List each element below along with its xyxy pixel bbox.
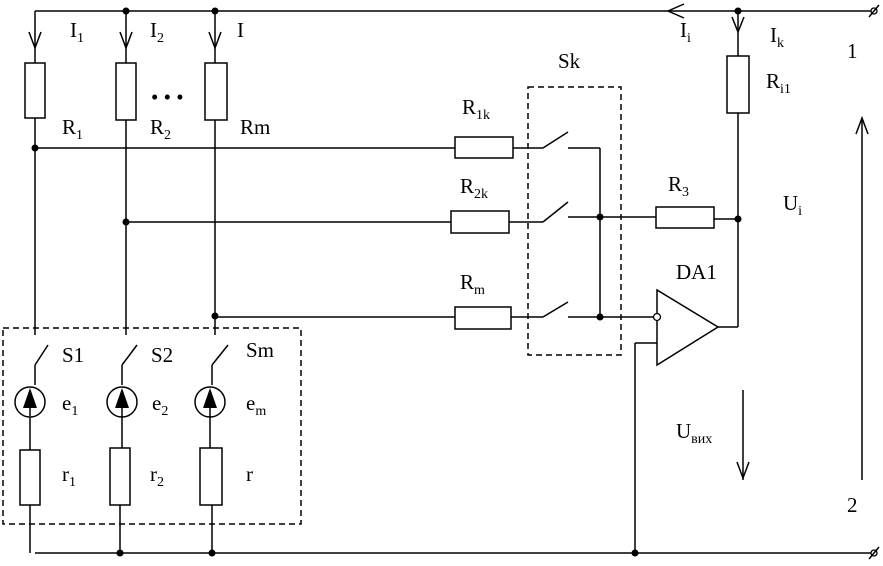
resistor-r-bottom	[199, 447, 223, 506]
ri1-branch	[718, 11, 750, 328]
label-R3: R3	[668, 172, 689, 200]
opamp-da1	[634, 288, 720, 553]
label-R2: R2	[150, 115, 171, 143]
branch-2	[106, 11, 138, 553]
sk-switch-bus	[527, 86, 622, 356]
label-Ri1: Ri1	[766, 69, 791, 97]
bottom-bus	[35, 546, 880, 560]
labels: I1 I2 I Ii Ik • • • R1 R2 Rm R1k R2k Rm …	[62, 18, 858, 517]
resistor-r2k	[450, 210, 510, 234]
label-Uvyh: Uвих	[676, 419, 712, 447]
label-dots: • • •	[151, 85, 184, 109]
resistor-r2-top	[115, 62, 137, 121]
label-R2k: R2k	[460, 174, 488, 202]
branch-m	[194, 11, 229, 553]
label-R1k: R1k	[462, 95, 490, 123]
label-R1: R1	[62, 115, 83, 143]
resistor-r1-top	[24, 62, 46, 119]
resistor-r3	[655, 206, 715, 229]
sk-switch-box	[527, 86, 622, 356]
label-Rm-sk: Rm	[460, 270, 485, 298]
label-S2: S2	[151, 343, 173, 367]
source-group-box	[2, 327, 302, 525]
uvyh-arrow	[736, 390, 750, 481]
feedback-r3	[600, 206, 742, 229]
resistor-r1k	[454, 136, 514, 159]
label-node2: 2	[847, 493, 858, 517]
top-bus	[35, 3, 880, 19]
resistor-r2-bottom	[109, 447, 131, 506]
label-DA1: DA1	[676, 260, 717, 284]
label-Ik: Ik	[770, 23, 784, 51]
label-S1: S1	[62, 343, 84, 367]
branch-1	[14, 11, 49, 553]
label-Ii: Ii	[680, 18, 691, 46]
label-I1: I1	[70, 18, 84, 46]
label-r1: r1	[62, 462, 76, 490]
label-Rm: Rm	[240, 115, 270, 139]
label-e2: e2	[152, 391, 168, 419]
label-Sm: Sm	[246, 338, 274, 362]
label-e1: e1	[62, 391, 78, 419]
label-I2: I2	[150, 18, 164, 46]
label-Ui: Ui	[783, 191, 802, 219]
label-em: em	[246, 391, 266, 419]
label-node1: 1	[847, 39, 858, 63]
ui-arrow	[855, 115, 869, 480]
resistor-rm	[454, 306, 512, 330]
resistor-rm-top	[204, 62, 228, 121]
resistor-ri1	[726, 55, 750, 114]
label-r: r	[246, 462, 253, 486]
label-I: I	[237, 18, 244, 42]
resistor-r1-bottom	[19, 449, 41, 506]
label-Sk: Sk	[558, 49, 581, 73]
input-wires	[35, 131, 657, 330]
label-r2: r2	[150, 462, 164, 490]
